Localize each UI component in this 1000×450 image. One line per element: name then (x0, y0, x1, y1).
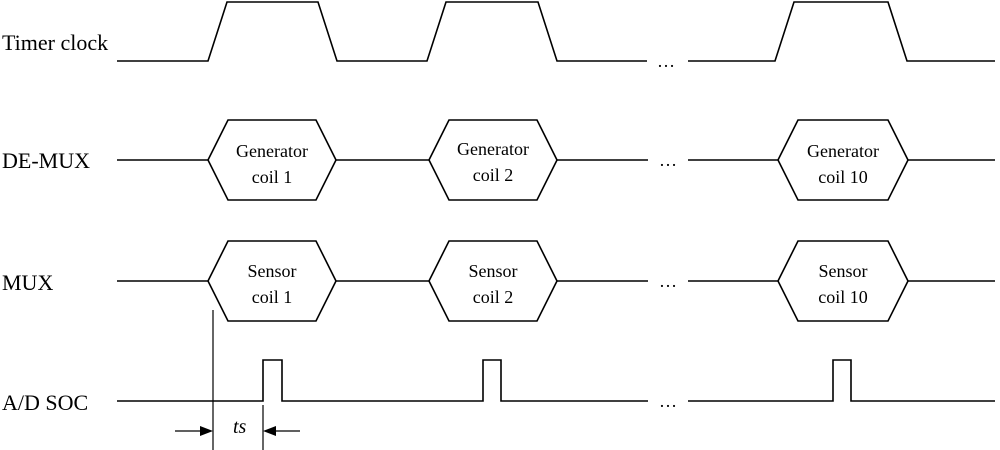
ts-label: ts (233, 416, 247, 438)
timer-clock-ellipsis: … (657, 51, 675, 71)
sensor-coil-10-line1: Sensor (819, 261, 868, 281)
generator-coil-1-box: Generator coil 1 (207, 119, 337, 201)
sensor-coil-1-line2: coil 1 (252, 287, 293, 307)
mux-waveform: … Sensor coil 1 Sensor coil 2 Sensor coi… (117, 240, 995, 322)
generator-coil-10-line1: Generator (807, 141, 879, 161)
demux-waveform: … Generator coil 1 Generator coil 2 Gene… (117, 119, 995, 201)
ts-interval-marker: ts (175, 310, 300, 450)
sensor-coil-2-line2: coil 2 (473, 287, 514, 307)
mux-label: MUX (2, 270, 53, 295)
ts-right-arrowhead (263, 426, 276, 436)
sensor-coil-2-line1: Sensor (469, 261, 518, 281)
generator-coil-1-line1: Generator (236, 141, 308, 161)
timer-clock-segment-2 (688, 1, 995, 62)
generator-coil-1-line2: coil 1 (252, 167, 293, 187)
demux-ellipsis: … (659, 150, 677, 170)
adsoc-segment-2 (688, 359, 995, 402)
sensor-coil-1-line1: Sensor (248, 261, 297, 281)
adsoc-ellipsis: … (659, 391, 677, 411)
sensor-coil-1-box: Sensor coil 1 (207, 240, 337, 322)
adsoc-waveform: … (117, 359, 995, 411)
generator-coil-10-box: Generator coil 10 (777, 119, 909, 201)
generator-coil-10-line2: coil 10 (818, 167, 868, 187)
mux-ellipsis: … (659, 271, 677, 291)
adsoc-label: A/D SOC (2, 390, 88, 415)
generator-coil-2-line2: coil 2 (473, 165, 514, 185)
sensor-coil-10-box: Sensor coil 10 (777, 240, 909, 322)
timer-clock-segment-1 (117, 1, 647, 62)
ts-left-arrowhead (200, 426, 213, 436)
timer-clock-waveform: … (117, 1, 995, 71)
timer-clock-label: Timer clock (2, 30, 108, 55)
generator-coil-2-line1: Generator (457, 139, 529, 159)
sensor-coil-10-line2: coil 10 (818, 287, 868, 307)
demux-label: DE-MUX (2, 148, 90, 173)
sensor-coil-2-box: Sensor coil 2 (428, 240, 558, 322)
adsoc-segment-1 (117, 359, 648, 402)
generator-coil-2-box: Generator coil 2 (428, 119, 558, 201)
